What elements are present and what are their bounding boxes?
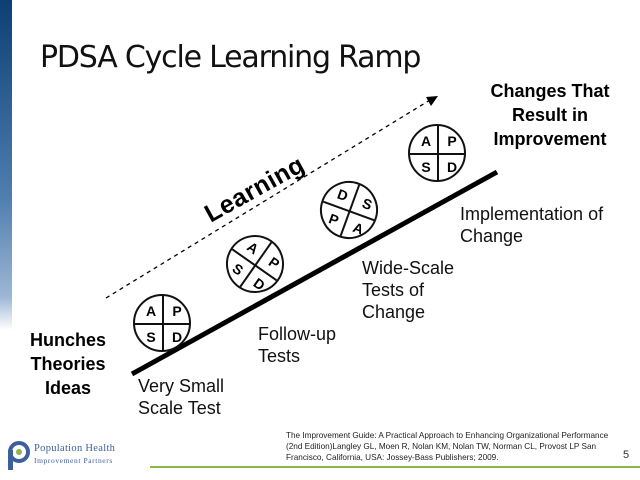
very-small-scale-test-label: Very Small Scale Test: [138, 376, 225, 418]
ramp-line: [130, 169, 499, 377]
logo-icon: [8, 441, 30, 470]
slide-title: PDSA Cycle Learning Ramp: [40, 40, 421, 75]
cycle-1-do: D: [171, 329, 183, 345]
cycle-1-study: S: [146, 329, 156, 345]
pdsa-cycle-4: A P S D: [408, 124, 466, 182]
logo-text-line2: Improvement Partners: [34, 456, 113, 465]
implementation-label: Implementation of Change: [460, 204, 604, 246]
learning-arrowhead: [426, 96, 438, 106]
cycle-4-plan: P: [447, 133, 457, 149]
hunches-theories-ideas-label: Hunches Theories Ideas: [29, 330, 107, 398]
cycle-1-plan: P: [172, 303, 182, 319]
footer-rule: [150, 466, 640, 468]
cycle-4-study: S: [421, 159, 431, 175]
wide-scale-tests-label: Wide-Scale Tests of Change: [362, 258, 455, 322]
follow-up-tests-label: Follow-up Tests: [258, 324, 337, 366]
logo-text-line1: Population Health: [34, 443, 116, 454]
cycle-4-act: A: [420, 133, 432, 149]
pdsa-cycle-1: A P S D: [133, 294, 191, 352]
cycle-1-act: A: [145, 303, 157, 319]
cycle-4-do: D: [446, 159, 458, 175]
changes-result-label: Changes That Result in Improvement: [490, 81, 610, 149]
page-number: 5: [623, 449, 630, 461]
accent-bar: [0, 0, 12, 330]
citation: The Improvement Guide: A Practical Appro…: [286, 431, 609, 462]
